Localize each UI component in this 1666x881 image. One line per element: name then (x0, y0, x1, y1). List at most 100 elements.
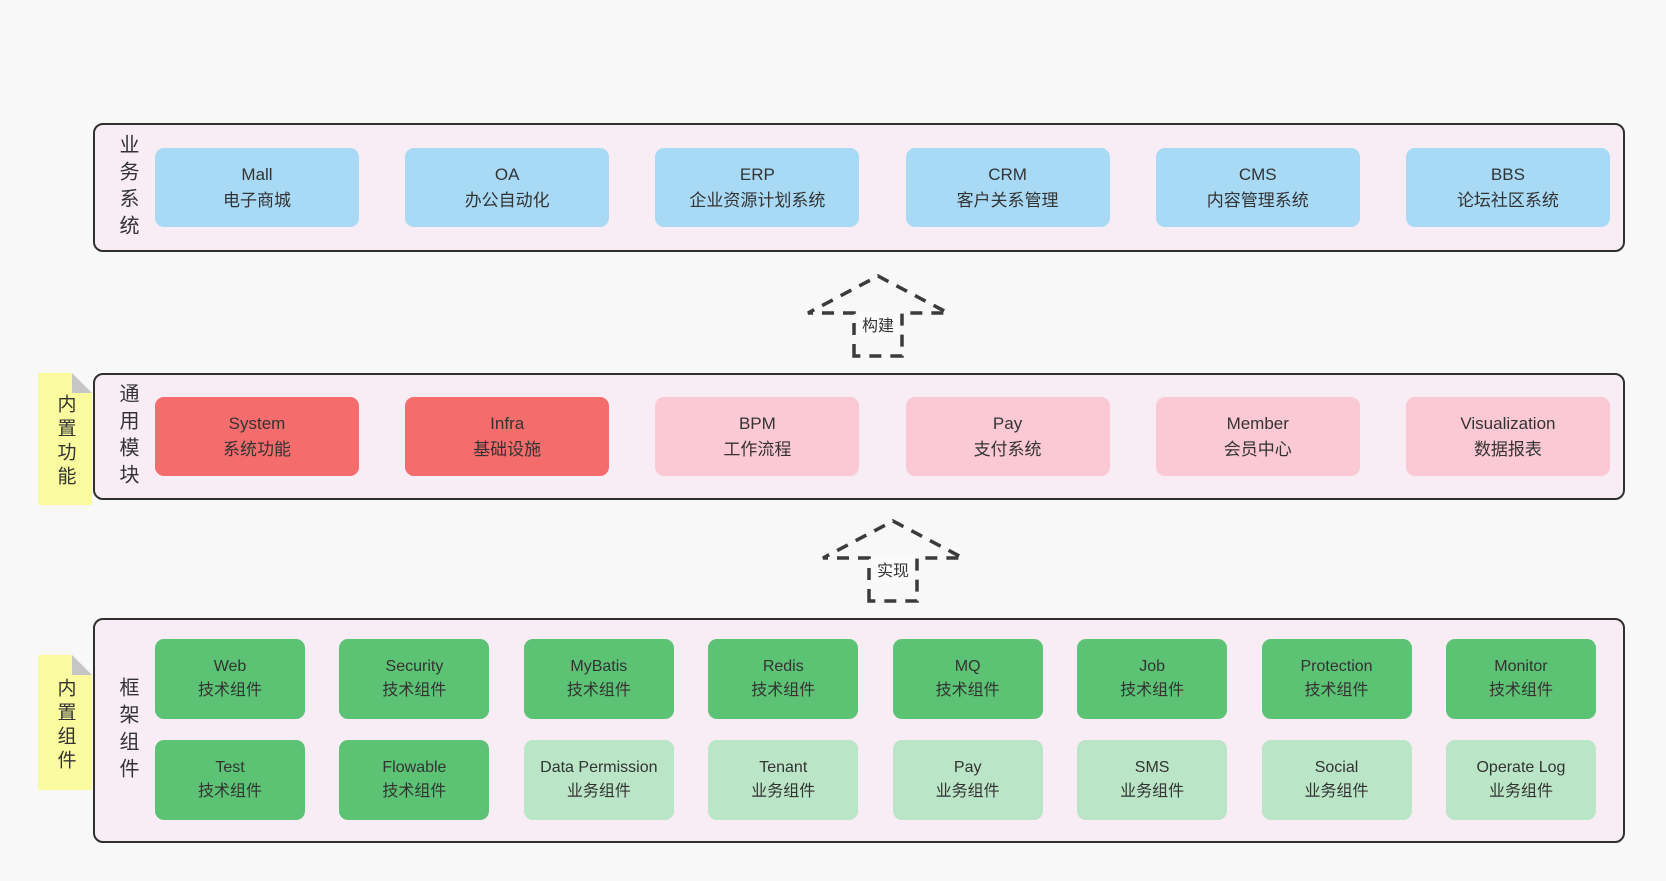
box-bpm: BPM 工作流程 (655, 397, 860, 476)
layer-label-business-systems: 业务系统 (116, 133, 138, 242)
box-infra: Infra 基础设施 (405, 397, 610, 476)
box-subtitle: 技术组件 (1120, 682, 1185, 699)
box-mq: MQ 技术组件 (892, 639, 1043, 719)
box-title: BPM (738, 413, 776, 433)
box-bbs: BBS 论坛社区系统 (1405, 148, 1610, 227)
tab-label: 内置组件 (54, 677, 76, 774)
box-subtitle: 技术组件 (197, 682, 262, 699)
box-cms: CMS 内容管理系统 (1155, 148, 1360, 227)
box-title: Web (213, 658, 247, 675)
layer-business-systems: 业务系统 Mall 电子商城 OA 办公自动化 ERP 企业资源计划系统 CRM… (93, 123, 1625, 252)
box-subtitle: 技术组件 (1488, 682, 1553, 699)
box-title: MQ (954, 658, 981, 675)
box-crm: CRM 客户关系管理 (905, 148, 1110, 227)
box-title: ERP (739, 164, 775, 184)
box-mybatis: MyBatis 技术组件 (523, 639, 674, 719)
box-title: Flowable (382, 759, 447, 776)
box-operate-log: Operate Log 业务组件 (1445, 740, 1596, 820)
box-flowable: Flowable 技术组件 (339, 740, 490, 820)
box-title: Tenant (759, 759, 808, 776)
box-title: Data Permission (540, 759, 658, 776)
box-subtitle: 业务组件 (566, 783, 631, 800)
box-title: Social (1314, 759, 1359, 776)
box-subtitle: 内容管理系统 (1206, 190, 1309, 210)
box-system: System 系统功能 (155, 397, 359, 476)
box-subtitle: 技术组件 (566, 682, 631, 699)
box-subtitle: 会员中心 (1223, 439, 1292, 459)
box-protection: Protection 技术组件 (1261, 639, 1412, 719)
box-sms: SMS 业务组件 (1077, 740, 1228, 820)
box-subtitle: 技术组件 (751, 682, 816, 699)
box-pay-component: Pay 业务组件 (892, 740, 1043, 820)
box-visualization: Visualization 数据报表 (1405, 397, 1610, 476)
box-title: Test (215, 759, 245, 776)
box-subtitle: 业务组件 (751, 783, 816, 800)
box-subtitle: 数据报表 (1473, 439, 1542, 459)
box-security: Security 技术组件 (339, 639, 490, 719)
box-subtitle: 业务组件 (935, 783, 1000, 800)
box-title: Operate Log (1476, 759, 1566, 776)
box-subtitle: 业务组件 (1120, 783, 1185, 800)
box-job: Job 技术组件 (1077, 639, 1228, 719)
box-tenant: Tenant 业务组件 (708, 740, 859, 820)
box-member: Member 会员中心 (1155, 397, 1360, 476)
box-title: Security (385, 658, 444, 675)
arrow-build: 构建 (805, 274, 951, 358)
box-subtitle: 业务组件 (1488, 783, 1553, 800)
box-title: Redis (762, 658, 804, 675)
box-subtitle: 业务组件 (1304, 783, 1369, 800)
box-subtitle: 技术组件 (382, 682, 447, 699)
box-subtitle: 技术组件 (382, 783, 447, 800)
tab-built-in-components: 内置组件 (38, 655, 92, 790)
box-title: Pay (953, 759, 982, 776)
box-subtitle: 客户关系管理 (956, 190, 1059, 210)
box-erp: ERP 企业资源计划系统 (655, 148, 860, 227)
box-subtitle: 技术组件 (1304, 682, 1369, 699)
tab-label: 内置功能 (54, 393, 76, 490)
box-title: Monitor (1494, 658, 1548, 675)
box-subtitle: 技术组件 (935, 682, 1000, 699)
framework-components-rows: Web 技术组件 Security 技术组件 MyBatis 技术组件 Redi… (155, 639, 1596, 820)
box-title: BBS (1490, 164, 1525, 184)
box-subtitle: 电子商城 (223, 190, 291, 210)
box-test: Test 技术组件 (155, 740, 305, 820)
box-mall: Mall 电子商城 (155, 148, 359, 227)
dashed-up-arrow-icon (807, 274, 949, 358)
box-title: Visualization (1460, 413, 1556, 433)
box-subtitle: 支付系统 (973, 439, 1042, 459)
box-subtitle: 办公自动化 (464, 190, 550, 210)
layer-label-common-modules: 通用模块 (116, 382, 138, 491)
framework-components-row-1: Web 技术组件 Security 技术组件 MyBatis 技术组件 Redi… (155, 639, 1596, 719)
tab-built-in-features: 内置功能 (38, 373, 92, 505)
box-subtitle: 基础设施 (473, 439, 542, 459)
box-data-permission: Data Permission 业务组件 (523, 740, 674, 820)
arrow-build-label: 构建 (856, 311, 900, 337)
box-oa: OA 办公自动化 (405, 148, 610, 227)
box-title: Job (1139, 658, 1165, 675)
dashed-up-arrow-icon (822, 519, 964, 603)
common-modules-row: System 系统功能 Infra 基础设施 BPM 工作流程 Pay 支付系统… (155, 375, 1610, 498)
box-subtitle: 论坛社区系统 (1456, 190, 1559, 210)
box-monitor: Monitor 技术组件 (1445, 639, 1596, 719)
box-title: Infra (490, 413, 525, 433)
box-title: Pay (992, 413, 1023, 433)
box-title: OA (494, 164, 520, 184)
box-title: CRM (988, 164, 1027, 184)
arrow-implement-label: 实现 (871, 556, 915, 582)
box-redis: Redis 技术组件 (708, 639, 859, 719)
box-subtitle: 工作流程 (723, 439, 792, 459)
box-title: MyBatis (570, 658, 628, 675)
box-subtitle: 技术组件 (197, 783, 262, 800)
framework-components-row-2: Test 技术组件 Flowable 技术组件 Data Permission … (155, 740, 1596, 820)
box-subtitle: 系统功能 (223, 439, 291, 459)
box-title: Mall (241, 164, 273, 184)
box-title: Member (1226, 413, 1289, 433)
box-social: Social 业务组件 (1261, 740, 1412, 820)
box-web: Web 技术组件 (155, 639, 305, 719)
box-title: Protection (1300, 658, 1373, 675)
arrow-implement: 实现 (820, 519, 966, 603)
box-title: CMS (1238, 164, 1277, 184)
box-pay-module: Pay 支付系统 (905, 397, 1110, 476)
layer-framework-components: 框架组件 Web 技术组件 Security 技术组件 MyBatis 技术组件… (93, 618, 1625, 843)
